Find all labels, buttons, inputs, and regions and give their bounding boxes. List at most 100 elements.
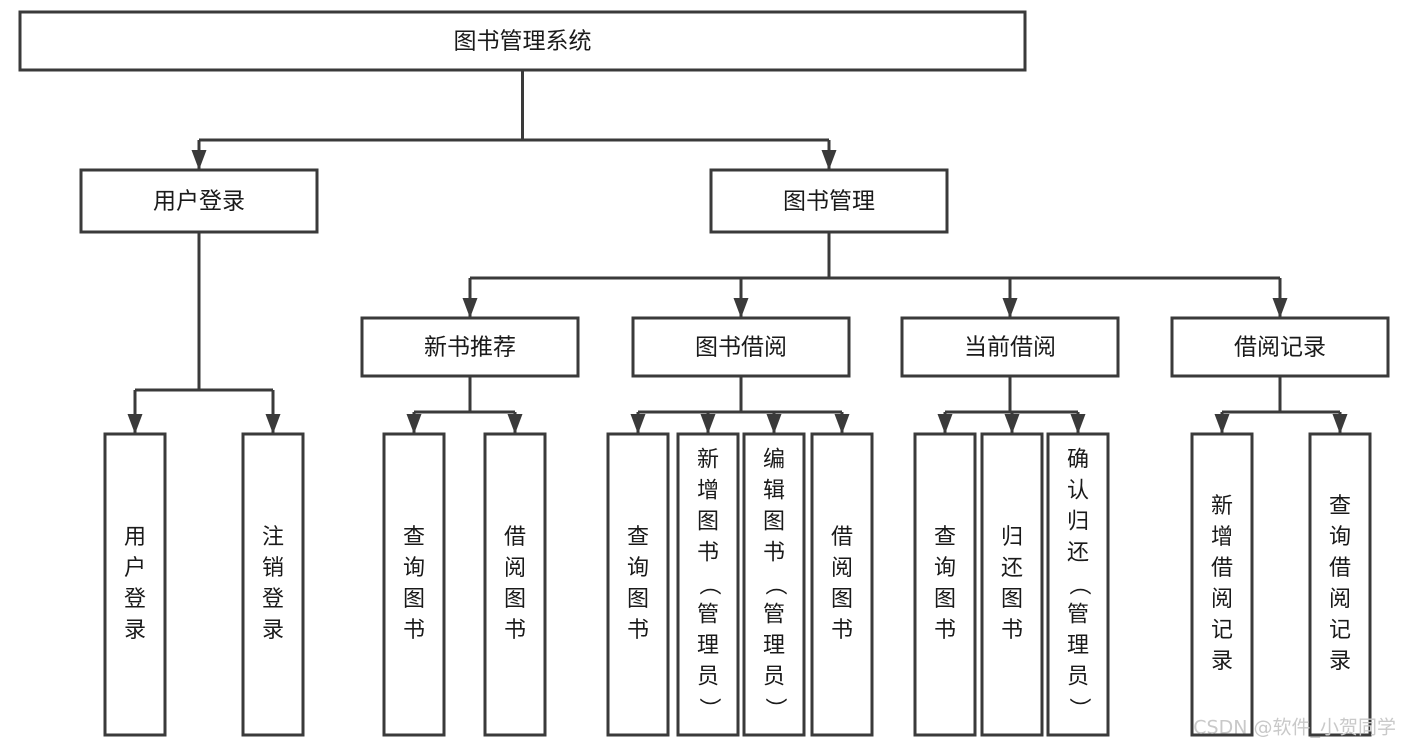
node-l1-图书管理-1[interactable]: 图书管理 (709, 168, 949, 234)
node-label-char: 借 (504, 525, 526, 550)
node-root-图书管理系统-0[interactable]: 图书管理系统 (18, 10, 1027, 72)
node-label-char: 新 (697, 448, 719, 473)
connector-arrowhead (265, 414, 281, 434)
node-label-char: 录 (124, 618, 146, 643)
node-label-char: 询 (1329, 525, 1351, 550)
node-label-char: 借 (831, 525, 853, 550)
node-label-char: 归 (1001, 525, 1023, 550)
node-box (742, 432, 806, 737)
node-label-char: 新 (1211, 494, 1233, 519)
connector-arrowhead (937, 414, 953, 434)
node-l1-用户登录-0[interactable]: 用户登录 (79, 168, 319, 234)
node-label-char: 图 (627, 587, 649, 612)
nodes-layer: 图书管理系统用户登录图书管理新书推荐图书借阅当前借阅借阅记录用户登录注销登录查询… (18, 10, 1390, 737)
node-label-char: 书 (627, 618, 649, 643)
node-label-char: 确 (1067, 448, 1089, 473)
node-label-char: 查 (934, 525, 956, 550)
node-label-char: 阅 (1329, 587, 1351, 612)
node-label-char: 图 (831, 587, 853, 612)
node-l2-借阅记录-3[interactable]: 借阅记录 (1170, 316, 1390, 378)
node-label: 用户登录 (153, 189, 245, 215)
connector-arrowhead (191, 150, 207, 170)
connector-arrowhead (821, 150, 837, 170)
node-box (483, 432, 547, 737)
node-box (241, 432, 305, 737)
node-label: 借阅记录 (1234, 335, 1326, 361)
connector-arrowhead (462, 298, 478, 318)
node-label-char: 员 (763, 665, 785, 690)
node-label-char: 编 (763, 448, 785, 473)
node-label-char: 借 (1211, 556, 1233, 581)
node-label-char: 阅 (504, 556, 526, 581)
node-label-char: 销 (262, 556, 284, 581)
node-label-char: ） (762, 697, 787, 719)
node-l2-新书推荐-0[interactable]: 新书推荐 (360, 316, 580, 378)
node-box (382, 432, 446, 737)
node-box (676, 432, 740, 737)
node-label-char: 录 (262, 618, 284, 643)
connector-arrowhead (127, 414, 143, 434)
node-label-char: ） (1066, 697, 1091, 719)
node-label: 图书管理系统 (454, 29, 592, 55)
node-label-char: 阅 (1211, 587, 1233, 612)
connector-arrowhead (1272, 298, 1288, 318)
node-label-char: （ (696, 573, 721, 595)
node-label-char: 管 (763, 603, 785, 628)
connector-arrowhead (834, 414, 850, 434)
node-label-char: 书 (831, 618, 853, 643)
node-label-char: 录 (1211, 649, 1233, 674)
node-label-char: 书 (504, 618, 526, 643)
connector-arrowhead (507, 414, 523, 434)
node-label-char: 书 (403, 618, 425, 643)
node-label: 图书借阅 (695, 335, 787, 361)
node-l2-当前借阅-2[interactable]: 当前借阅 (900, 316, 1120, 378)
node-box (103, 432, 167, 737)
node-label-char: 还 (1067, 541, 1089, 566)
node-label-char: 用 (124, 525, 146, 550)
node-label-char: 记 (1211, 618, 1233, 643)
node-label-char: 管 (697, 603, 719, 628)
connector-arrowhead (733, 298, 749, 318)
node-label-char: 阅 (831, 556, 853, 581)
connector-arrowhead (406, 414, 422, 434)
node-label-char: 录 (1329, 649, 1351, 674)
node-box (18, 10, 1027, 72)
node-label-char: 员 (1067, 665, 1089, 690)
node-label-char: 图 (1001, 587, 1023, 612)
node-label-char: 还 (1001, 556, 1023, 581)
node-label-char: 图 (697, 510, 719, 535)
connector-arrowhead (700, 414, 716, 434)
node-label-char: 登 (124, 587, 146, 612)
connector-arrowhead (1070, 414, 1086, 434)
node-leaf-用户登录-0[interactable]: 用户登录 (103, 432, 167, 737)
node-label-char: 查 (627, 525, 649, 550)
node-label-char: 认 (1067, 479, 1089, 504)
node-label-char: 询 (627, 556, 649, 581)
node-label-char: 图 (403, 587, 425, 612)
node-label-char: 书 (934, 618, 956, 643)
node-l2-图书借阅-1[interactable]: 图书借阅 (631, 316, 851, 378)
connector-arrowhead (1332, 414, 1348, 434)
node-label-char: 辑 (763, 479, 785, 504)
node-label-char: 图 (934, 587, 956, 612)
node-box (631, 316, 851, 378)
node-box (980, 432, 1044, 737)
node-box (79, 168, 319, 234)
node-label-char: 查 (1329, 494, 1351, 519)
node-label-char: 户 (124, 556, 146, 581)
connector-arrowhead (1002, 298, 1018, 318)
node-label-char: 员 (697, 665, 719, 690)
